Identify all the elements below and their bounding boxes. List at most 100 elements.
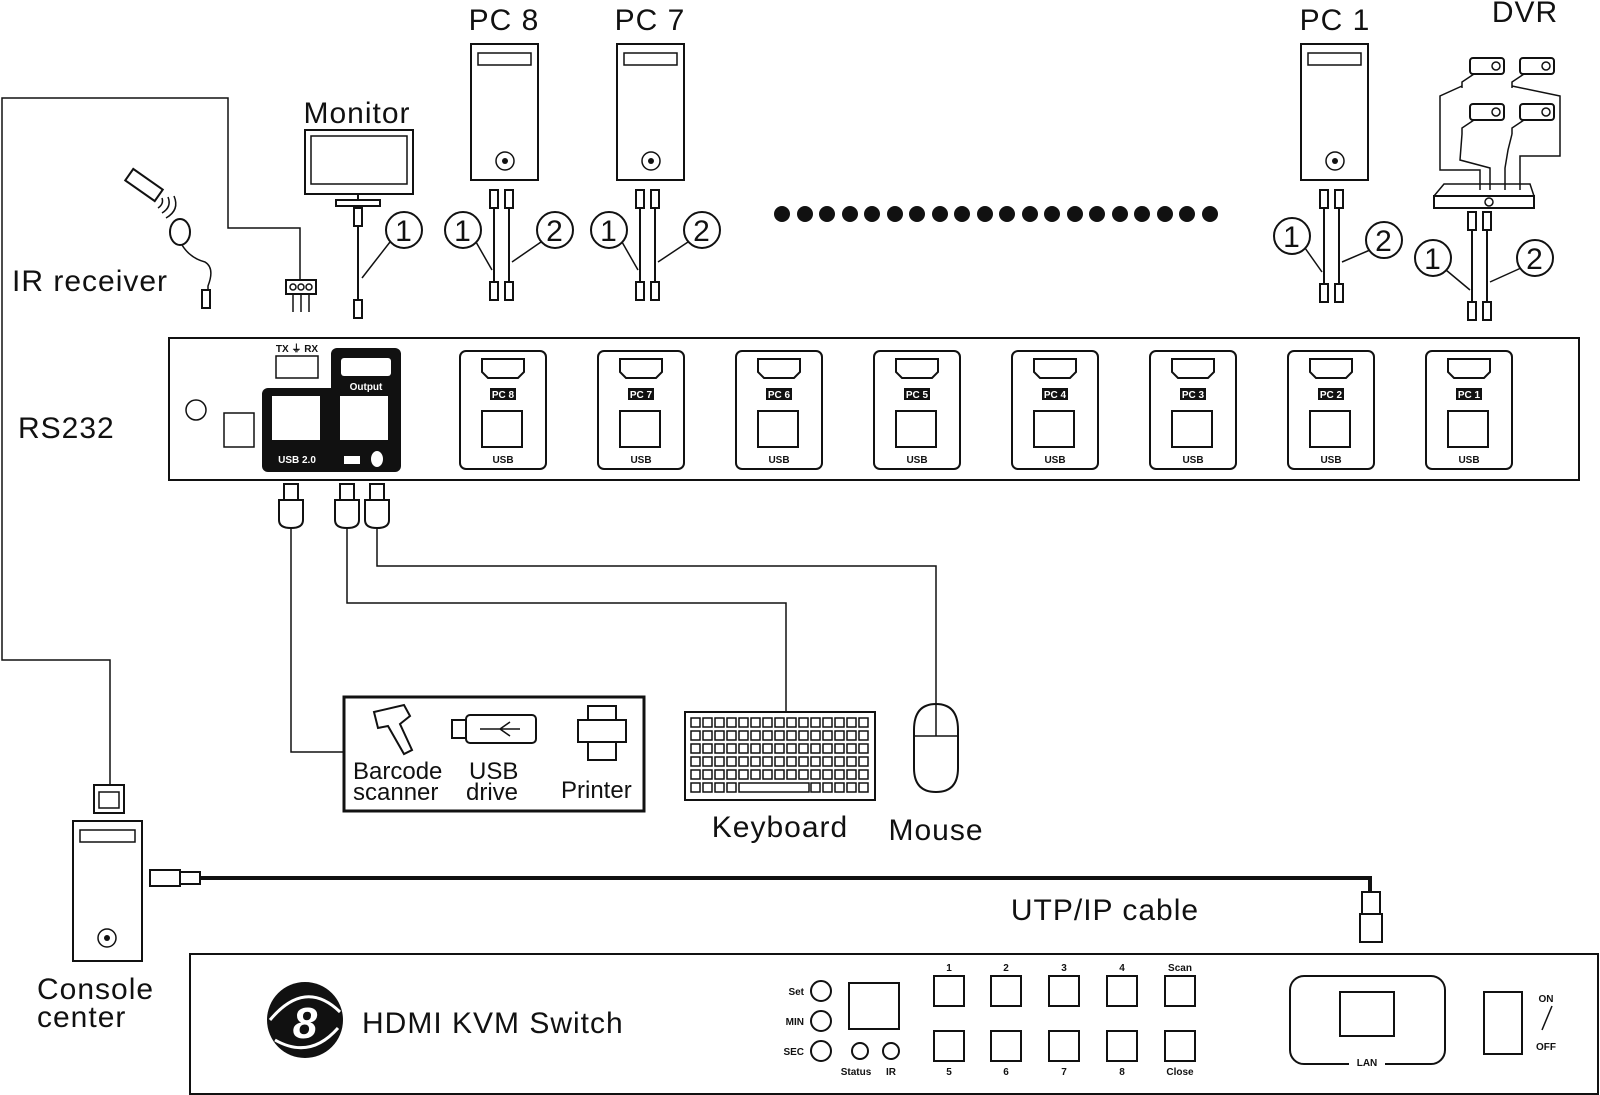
keyboard-key xyxy=(846,717,857,728)
cable-number-markers xyxy=(361,211,1554,291)
dvr-box xyxy=(1433,183,1535,209)
keyboard-label: Keyboard xyxy=(712,811,848,844)
usb-cables xyxy=(290,528,937,753)
key-button-2[interactable] xyxy=(990,975,1022,1007)
cctv-cameras xyxy=(1439,57,1561,190)
marker-2-pc8: 2 xyxy=(546,215,564,248)
status-label: Status xyxy=(841,1067,872,1078)
monitor-icon xyxy=(304,129,414,207)
monitor-label: Monitor xyxy=(303,97,410,130)
keyboard-key xyxy=(726,769,737,780)
printer-label: Printer xyxy=(561,777,632,804)
pc-port-label: PC 7 xyxy=(630,390,653,401)
keyboard-key xyxy=(810,717,821,728)
keyboard-key xyxy=(786,717,797,728)
keyboard-key xyxy=(690,782,701,793)
pc-port-label: PC 2 xyxy=(1320,390,1343,401)
keyboard-key xyxy=(726,743,737,754)
off-label: OFF xyxy=(1536,1042,1556,1053)
top-key-label: 2 xyxy=(1003,963,1009,974)
keyboard-key xyxy=(762,769,773,780)
keyboard-key xyxy=(858,730,869,741)
keyboard-key xyxy=(846,730,857,741)
pc-port-usb-label: USB xyxy=(906,455,927,466)
keyboard-key xyxy=(726,756,737,767)
keyboard-key xyxy=(738,769,749,780)
rs232-connector-icon xyxy=(285,279,317,312)
power-switch[interactable] xyxy=(1483,991,1523,1055)
keyboard-key xyxy=(762,717,773,728)
printer-icon xyxy=(577,705,627,761)
keyboard-key xyxy=(714,756,725,767)
pc-port-label: PC 3 xyxy=(1182,390,1205,401)
bottom-key-label: 7 xyxy=(1061,1067,1067,1078)
key-button-scan[interactable] xyxy=(1164,975,1196,1007)
keyboard-key xyxy=(834,717,845,728)
keyboard-key xyxy=(834,730,845,741)
marker-2-pc1: 2 xyxy=(1375,225,1393,258)
min-label: MIN xyxy=(786,1017,804,1028)
min-button[interactable] xyxy=(810,1010,832,1032)
pc-port-label: PC 5 xyxy=(906,390,929,401)
keyboard-key xyxy=(798,756,809,767)
key-button-close[interactable] xyxy=(1164,1030,1196,1062)
keyboard-key xyxy=(774,756,785,767)
keyboard-key xyxy=(810,756,821,767)
top-key-label: 3 xyxy=(1061,963,1067,974)
power-switch-slash xyxy=(1541,1005,1553,1031)
key-button-5[interactable] xyxy=(933,1030,965,1062)
keyboard-key xyxy=(858,756,869,767)
pc1-label: PC 1 xyxy=(1300,4,1371,37)
front-panel-title: HDMI KVM Switch xyxy=(362,1007,624,1040)
keyboard-key xyxy=(858,717,869,728)
sec-button[interactable] xyxy=(810,1040,832,1062)
lan-port-panel xyxy=(1289,975,1446,1065)
keyboard-key xyxy=(834,743,845,754)
keyboard-key xyxy=(702,743,713,754)
key-button-4[interactable] xyxy=(1106,975,1138,1007)
keyboard-key xyxy=(834,782,845,793)
key-button-8[interactable] xyxy=(1106,1030,1138,1062)
keyboard-key xyxy=(738,717,749,728)
keyboard-key xyxy=(714,769,725,780)
keyboard-key xyxy=(774,717,785,728)
pc7-label: PC 7 xyxy=(615,4,686,37)
sec-label: SEC xyxy=(783,1047,804,1058)
keyboard-key xyxy=(786,743,797,754)
marker-1-pc7: 1 xyxy=(600,215,618,248)
usb-drive-label-1: USB xyxy=(469,758,518,785)
keyboard-key xyxy=(702,730,713,741)
keyboard-key xyxy=(786,730,797,741)
keyboard-key xyxy=(858,743,869,754)
bottom-key-label: 8 xyxy=(1119,1067,1125,1078)
keyboard-key xyxy=(738,743,749,754)
keyboard-key xyxy=(786,769,797,780)
keyboard-key xyxy=(726,782,737,793)
key-button-1[interactable] xyxy=(933,975,965,1007)
pc-port-5[interactable]: PC 5 USB xyxy=(873,350,961,470)
keyboard-key xyxy=(834,756,845,767)
set-button[interactable] xyxy=(810,980,832,1002)
keyboard-key xyxy=(690,717,701,728)
key-button-6[interactable] xyxy=(990,1030,1022,1062)
rs232-cable xyxy=(1,97,301,785)
keyboard-key xyxy=(714,717,725,728)
key-button-3[interactable] xyxy=(1048,975,1080,1007)
display-window xyxy=(848,982,900,1030)
console-label-2: center xyxy=(37,1001,126,1034)
usb-drive-label-2: drive xyxy=(466,779,518,806)
keyboard-key xyxy=(810,730,821,741)
key-button-7[interactable] xyxy=(1048,1030,1080,1062)
keyboard-key xyxy=(750,756,761,767)
keyboard-key xyxy=(702,756,713,767)
keyboard-key xyxy=(762,743,773,754)
